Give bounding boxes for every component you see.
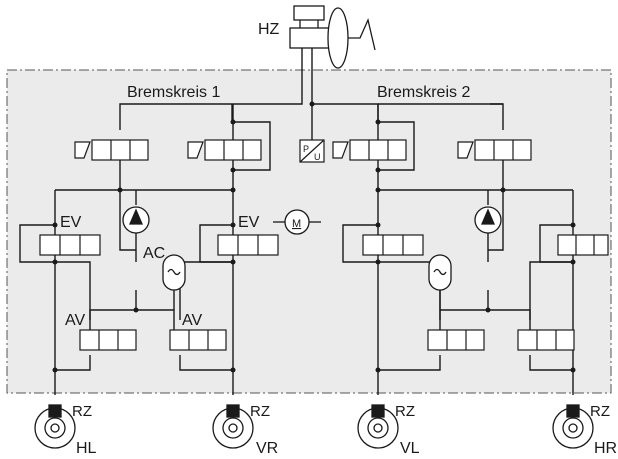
wheel-brake-vr — [212, 404, 254, 449]
label-vr: VR — [256, 440, 279, 457]
wheel-brake-hl — [34, 404, 76, 449]
label-vl: VL — [400, 440, 420, 457]
inlet-valve-vl — [362, 234, 424, 256]
label-rz-hl: RZ — [72, 403, 92, 420]
label-ev-1: EV — [60, 214, 82, 231]
master-cylinder-icon — [289, 5, 376, 69]
inlet-valve-vr — [217, 234, 279, 256]
label-bremskreis-1: Bremskreis 1 — [127, 84, 221, 101]
label-ac: AC — [143, 245, 166, 262]
outlet-valve-hr — [517, 329, 575, 351]
label-av-1: AV — [65, 312, 86, 329]
switch-valve-2 — [457, 139, 532, 161]
label-hz: HZ — [258, 21, 280, 38]
label-hl: HL — [76, 440, 97, 457]
suction-valve-2 — [332, 139, 407, 161]
label-rz-vr: RZ — [250, 403, 270, 420]
label-rz-hr: RZ — [590, 403, 610, 420]
label-ev-2: EV — [238, 214, 260, 231]
suction-valve-1 — [187, 139, 262, 161]
label-bremskreis-2: Bremskreis 2 — [377, 84, 471, 101]
motor-icon — [273, 209, 321, 235]
outlet-valve-hl — [79, 329, 137, 351]
pressure-sensor — [299, 139, 325, 163]
outlet-valve-vl — [427, 329, 485, 351]
inlet-valve-hl — [39, 234, 101, 256]
sensor-label-p: P — [303, 144, 309, 154]
circuit-1-feed-line — [119, 48, 303, 130]
sensor-label-u: U — [314, 152, 321, 162]
inlet-valve-hr — [557, 234, 609, 256]
wheel-brake-vl — [357, 404, 399, 449]
switch-valve-1 — [74, 139, 149, 161]
wheel-brake-hr — [552, 404, 594, 449]
motor-label: M — [292, 218, 301, 230]
label-hr: HR — [594, 440, 618, 457]
outlet-valve-vr — [169, 329, 227, 351]
label-rz-vl: RZ — [395, 403, 415, 420]
label-av-2: AV — [182, 312, 203, 329]
